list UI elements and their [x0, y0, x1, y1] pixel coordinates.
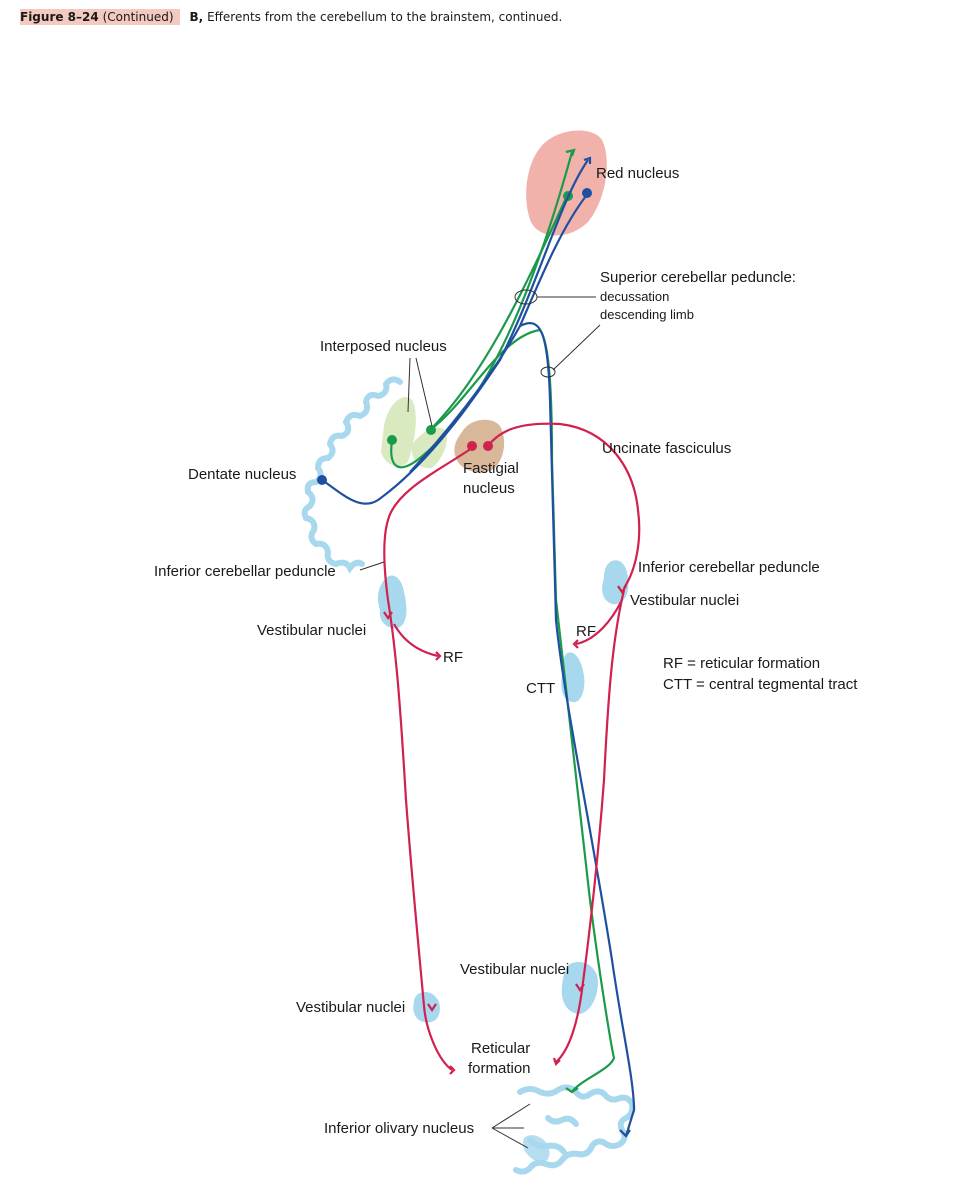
- olivary-leader-1: [491, 1103, 531, 1129]
- fastigial-cell-body-2: [483, 441, 493, 451]
- red-terminal-right-vestibular: [617, 585, 627, 594]
- label-vestibular-left-upper: Vestibular nuclei: [257, 622, 367, 639]
- red-terminal-left-lower-vestibular: [427, 1003, 437, 1012]
- green-arrowhead-red: [565, 148, 576, 157]
- figure-continued: (Continued): [102, 10, 174, 24]
- label-ctt: CTT: [526, 680, 556, 697]
- label-rf-left: RF: [443, 649, 463, 666]
- blue-terminal-red-nucleus: [582, 188, 592, 198]
- red-terminal-right-rf: [572, 639, 579, 649]
- red-pathway-right-descending: [555, 589, 626, 1063]
- blue-arrowhead-red: [583, 156, 592, 164]
- interposed-leader-2: [415, 357, 433, 427]
- red-nucleus-region: [526, 130, 607, 236]
- label-scp-descending: descending limb: [600, 307, 694, 322]
- label-uncinate-fasciculus: Uncinate fasciculus: [602, 440, 732, 457]
- figure-number-highlight: Figure 8–24 (Continued): [20, 9, 180, 25]
- green-pathway-inner-fiber: [429, 328, 616, 1093]
- figure-caption: Figure 8–24 (Continued) B, Efferents from…: [20, 9, 563, 25]
- label-vestibular-left-lower: Vestibular nuclei: [296, 999, 406, 1016]
- dentate-cell-body: [317, 475, 327, 485]
- label-scp-title: Superior cerebellar peduncle:: [600, 269, 796, 286]
- olivary-leader-3: [491, 1127, 529, 1149]
- red-pathway-left-descending: [383, 447, 473, 1071]
- red-terminal-left-lower-rf: [449, 1065, 456, 1075]
- label-red-nucleus: Red nucleus: [596, 165, 680, 182]
- interposed-cell-body-2: [426, 425, 436, 435]
- label-vestibular-right-upper: Vestibular nuclei: [630, 592, 740, 609]
- fastigial-nucleus-region: [454, 419, 505, 473]
- label-reticular-line1: Reticular: [471, 1040, 531, 1057]
- interposed-cell-body-1: [387, 435, 397, 445]
- blue-pathway-descending: [409, 322, 636, 1137]
- figure-number: Figure 8–24: [20, 10, 99, 24]
- panel-letter: B,: [189, 10, 204, 24]
- vestibular-nuclei-left-lower-region: [413, 991, 440, 1023]
- label-icp-right: Inferior cerebellar peduncle: [638, 559, 820, 576]
- green-terminal-olive: [565, 1087, 579, 1094]
- red-terminal-right-lower-rf: [552, 1057, 561, 1067]
- descending-limb-marker: [540, 366, 556, 378]
- label-icp-left: Inferior cerebellar peduncle: [154, 563, 336, 580]
- blue-pathway-to-red-second: [518, 195, 587, 327]
- blue-arrowhead-olive: [619, 1129, 631, 1138]
- interposed-leader-1: [407, 357, 411, 413]
- label-inferior-olivary: Inferior olivary nucleus: [324, 1120, 475, 1137]
- label-scp-decussation: decussation: [600, 289, 670, 304]
- green-pathway-to-red-nucleus: [429, 197, 568, 431]
- label-vestibular-right-lower: Vestibular nuclei: [460, 961, 570, 978]
- inferior-olivary-nucleus-fill: [522, 1135, 550, 1163]
- vestibular-nuclei-right-upper-region: [602, 560, 629, 605]
- label-fastigial-line1: Fastigial: [463, 460, 519, 477]
- label-reticular-line2: formation: [468, 1060, 531, 1077]
- vestibular-nuclei-left-upper-region: [377, 575, 407, 629]
- caption-text: Efferents from the cerebellum to the bra…: [207, 10, 563, 24]
- legend-rf: RF = reticular formation: [663, 655, 821, 672]
- label-dentate-nucleus: Dentate nucleus: [188, 466, 297, 483]
- red-pathway-uncinate: [487, 422, 641, 589]
- red-terminal-right-lower-vestibular: [575, 983, 585, 992]
- red-terminal-left-vestibular: [383, 611, 393, 620]
- red-pathway-to-right-rf: [575, 599, 623, 646]
- label-interposed-nucleus: Interposed nucleus: [320, 338, 447, 355]
- legend-ctt: CTT = central tegmental tract: [663, 676, 858, 693]
- label-fastigial-line2: nucleus: [463, 480, 515, 497]
- label-rf-right: RF: [576, 623, 596, 640]
- descending-limb-leader: [552, 324, 601, 371]
- icp-left-leader: [359, 561, 385, 571]
- fastigial-cell-body-1: [467, 441, 477, 451]
- red-terminal-left-rf: [435, 651, 442, 661]
- blue-pathway-to-red-nucleus: [321, 159, 589, 505]
- red-pathway-to-left-rf: [393, 623, 439, 658]
